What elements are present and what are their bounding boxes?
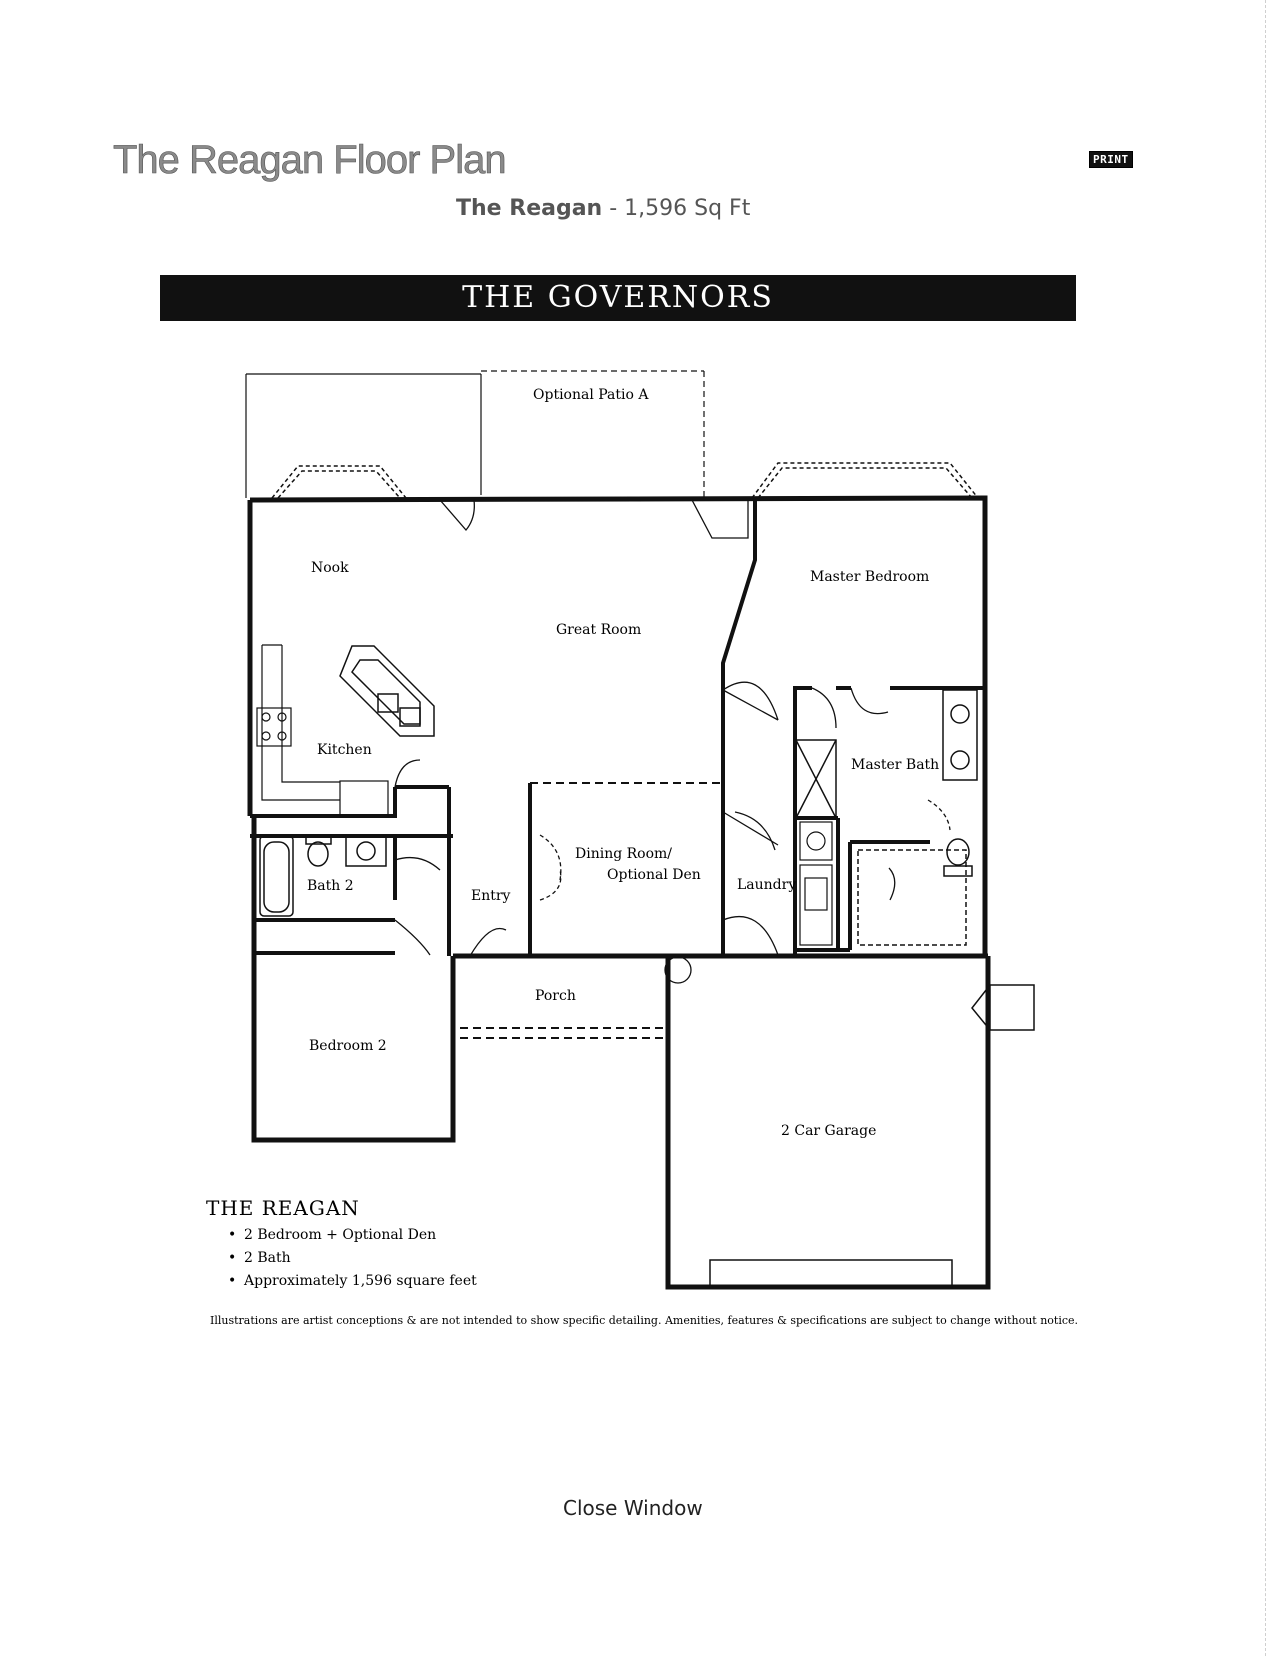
room-label-garage: 2 Car Garage	[781, 1123, 876, 1139]
laundry-appliances	[799, 821, 833, 946]
subtitle-plan-name: The Reagan	[456, 196, 603, 221]
feature-item: 2 Bath	[228, 1247, 477, 1270]
page-edge-line	[1265, 0, 1267, 1656]
feature-item: Approximately 1,596 square feet	[228, 1270, 477, 1293]
room-label-kitchen: Kitchen	[317, 742, 372, 758]
feature-item: 2 Bedroom + Optional Den	[228, 1224, 477, 1247]
room-label-porch: Porch	[535, 988, 576, 1004]
room-label-master-bath: Master Bath	[851, 757, 939, 773]
exterior-walls	[247, 495, 991, 1290]
collection-banner: THE GOVERNORS	[160, 275, 1076, 321]
room-label-bedroom2: Bedroom 2	[309, 1038, 387, 1054]
print-button[interactable]: PRINT	[1089, 151, 1133, 168]
room-label-nook: Nook	[311, 560, 349, 576]
bay-window-nook	[271, 465, 407, 499]
room-label-master-bedroom: Master Bedroom	[810, 569, 929, 585]
patio-outline	[245, 370, 705, 498]
page-subtitle: The Reagan - 1,596 Sq Ft	[456, 196, 750, 221]
room-label-entry: Entry	[471, 888, 511, 904]
room-label-great-room: Great Room	[556, 622, 641, 638]
subtitle-square-feet: - 1,596 Sq Ft	[602, 196, 751, 221]
master-bath-fixtures	[795, 689, 978, 946]
bay-window-master	[751, 462, 979, 499]
porch-lines	[460, 1027, 665, 1039]
close-window-link[interactable]: Close Window	[563, 1496, 703, 1520]
caption-title: THE REAGAN	[206, 1196, 360, 1220]
room-label-bath2: Bath 2	[307, 878, 354, 894]
room-label-patio: Optional Patio A	[533, 387, 649, 403]
room-label-dining: Dining Room/	[575, 846, 672, 862]
plan-caption: THE REAGAN 2 Bedroom + Optional Den 2 Ba…	[206, 1196, 477, 1293]
kitchen-counters	[256, 644, 389, 818]
page-title: The Reagan Floor Plan	[113, 138, 507, 183]
kitchen-island	[339, 645, 435, 737]
feature-list: 2 Bedroom + Optional Den 2 Bath Approxim…	[206, 1224, 477, 1293]
bath2-fixtures	[259, 835, 387, 917]
room-label-den: Optional Den	[607, 867, 701, 883]
door-swings	[394, 499, 951, 984]
room-label-laundry: Laundry	[737, 877, 796, 893]
garage-details	[709, 984, 1035, 1288]
disclaimer-text: Illustrations are artist conceptions & a…	[210, 1314, 1079, 1327]
